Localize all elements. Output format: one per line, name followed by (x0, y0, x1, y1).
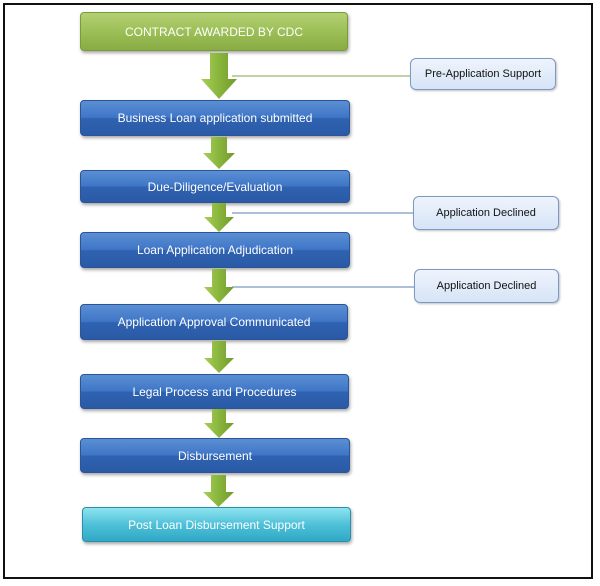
diagram-frame (3, 3, 593, 579)
down-arrow-icon (201, 53, 237, 99)
step-application-submitted: Business Loan application submitted (80, 100, 350, 136)
step-label: Disbursement (177, 448, 253, 463)
step-contract-awarded: CONTRACT AWARDED BY CDC (80, 12, 348, 51)
step-label: Legal Process and Procedures (132, 384, 297, 399)
note-application-declined-1: Application Declined (413, 196, 559, 230)
step-label: Post Loan Disbursement Support (128, 517, 305, 532)
down-arrow-icon (204, 341, 234, 373)
down-arrow-icon (203, 137, 235, 169)
step-adjudication: Loan Application Adjudication (80, 232, 350, 268)
step-post-loan-support: Post Loan Disbursement Support (82, 507, 351, 542)
step-disbursement: Disbursement (80, 438, 350, 473)
down-arrow-icon (204, 203, 234, 232)
down-arrow-icon (204, 409, 234, 438)
note-label: Application Declined (436, 207, 536, 219)
step-label: CONTRACT AWARDED BY CDC (124, 24, 304, 39)
step-label: Due-Diligence/Evaluation (147, 179, 283, 194)
step-due-diligence: Due-Diligence/Evaluation (80, 170, 350, 203)
note-pre-application-support: Pre-Application Support (410, 58, 556, 90)
note-application-declined-2: Application Declined (414, 269, 559, 303)
step-label: Business Loan application submitted (117, 111, 313, 125)
step-legal-process: Legal Process and Procedures (80, 374, 349, 409)
note-label: Application Declined (436, 280, 537, 292)
down-arrow-icon (203, 475, 234, 507)
step-approval-communicated: Application Approval Communicated (80, 304, 348, 340)
step-label: Loan Application Adjudication (136, 243, 294, 257)
note-label: Pre-Application Support (424, 68, 542, 80)
down-arrow-icon (204, 269, 234, 303)
step-label: Application Approval Communicated (117, 315, 311, 329)
